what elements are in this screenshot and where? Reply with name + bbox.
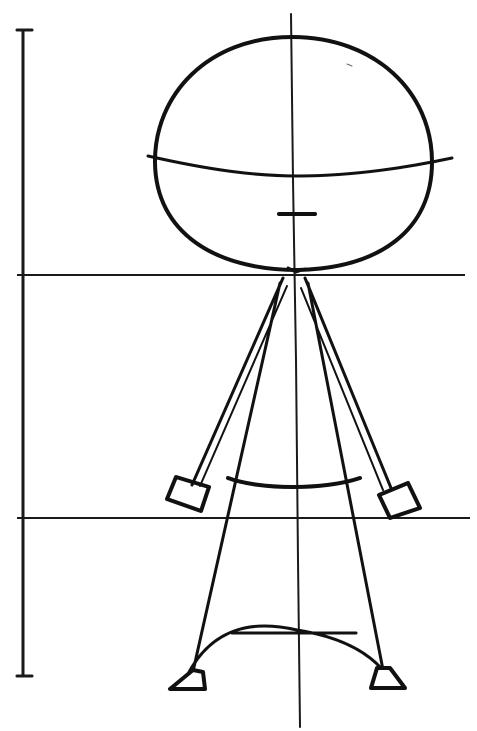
right-leg-line bbox=[308, 283, 384, 675]
right-arm-line bbox=[305, 278, 391, 488]
right-hand-square bbox=[379, 483, 420, 518]
left-arm-line bbox=[192, 278, 283, 485]
left-leg-line bbox=[192, 283, 280, 676]
waist-curve bbox=[228, 478, 360, 487]
measurement-ruler bbox=[17, 30, 32, 676]
paper-speck bbox=[347, 64, 352, 66]
center-axis-line bbox=[291, 14, 300, 727]
right-foot-triangle bbox=[371, 668, 405, 688]
left-foot-triangle bbox=[170, 670, 205, 689]
eye-line bbox=[148, 156, 452, 176]
